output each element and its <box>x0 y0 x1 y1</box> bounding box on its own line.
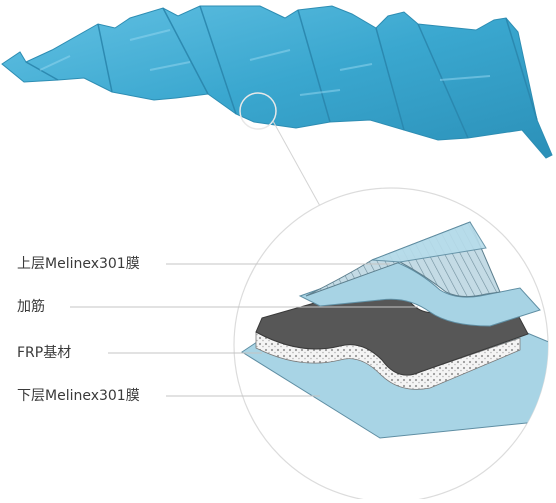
top-film-layer <box>298 261 541 327</box>
magnifier-small-circle <box>239 92 277 130</box>
label-rib: 加筋 <box>17 299 45 315</box>
magnifier-connector-line <box>272 120 321 207</box>
cross-section <box>241 221 548 439</box>
label-top-film: 上层Melinex301膜 <box>17 256 140 272</box>
corrugated-sheet <box>1 5 553 159</box>
top-film-surface <box>371 221 487 263</box>
label-frp-substrate: FRP基材 <box>17 345 72 361</box>
leader-lines <box>70 263 418 397</box>
label-bottom-film: 下层Melinex301膜 <box>17 388 140 404</box>
